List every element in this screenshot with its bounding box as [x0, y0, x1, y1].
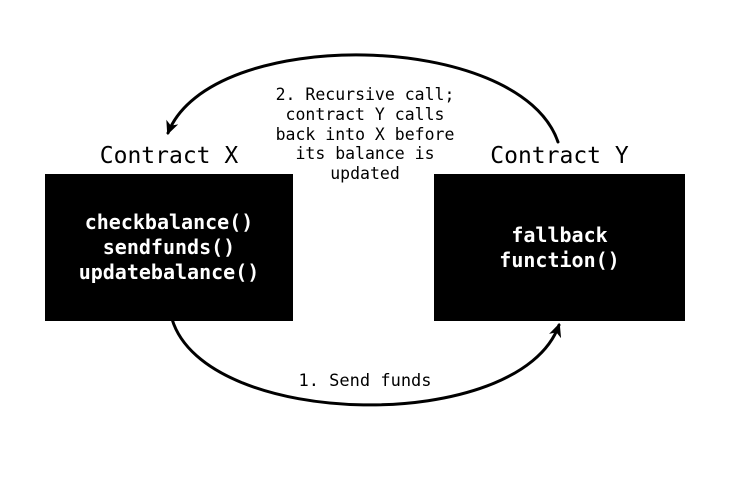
contract-x-functions: checkbalance() sendfunds() updatebalance…	[78, 210, 260, 284]
contract-y-label: Contract Y	[490, 143, 629, 169]
contract-y-box: fallback function()	[434, 174, 685, 321]
send-funds-label: 1. Send funds	[298, 371, 432, 391]
contract-x-box: checkbalance() sendfunds() updatebalance…	[45, 174, 293, 321]
contract-x-label: Contract X	[99, 143, 239, 169]
send-funds-arrow	[170, 317, 562, 407]
recursive-call-label: 2. Recursive call; contract Y calls back…	[275, 85, 455, 184]
recursive-call-arrow	[166, 53, 560, 144]
contract-y-functions: fallback function()	[499, 222, 620, 272]
